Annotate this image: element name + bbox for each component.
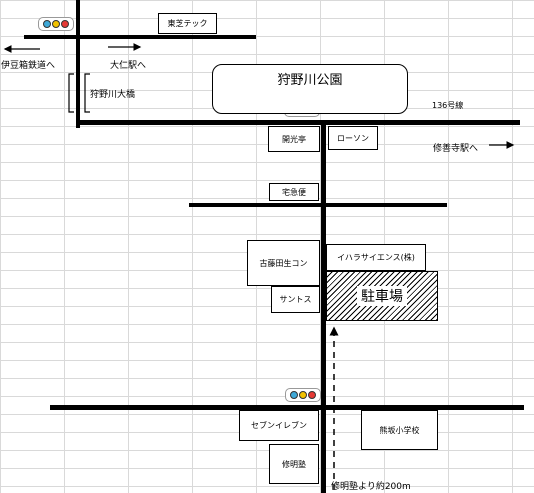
building-ihara: イハラサイエンス(株) — [326, 244, 426, 271]
label-kano-bridge: 狩野川大橋 — [90, 90, 136, 100]
building-takkyubin: 宅急便 — [269, 183, 319, 201]
road-left-vertical — [76, 0, 80, 128]
road-middle-horizontal — [189, 203, 447, 207]
building-kaikoutei: 開光亭 — [268, 126, 320, 152]
label-shuzenji: 修善寺駅へ — [433, 144, 479, 154]
road-lower-horizontal — [50, 405, 524, 410]
traffic-light-icon — [38, 17, 74, 31]
road-route136 — [76, 120, 520, 125]
label-distance: 修明塾より約200m — [331, 482, 411, 492]
bracket-left — [68, 73, 74, 113]
building-seven-eleven: セブンイレブン — [239, 410, 319, 441]
building-suntos: サントス — [271, 286, 320, 313]
label-ohito: 大仁駅へ — [110, 61, 147, 71]
building-lawson: ローソン — [328, 126, 378, 150]
building-toshiba-tec: 東芝テック — [158, 13, 217, 34]
parking-lot: 駐車場 — [326, 271, 438, 321]
bracket-right — [84, 73, 90, 113]
building-shumei: 修明塾 — [269, 444, 319, 484]
road-main-vertical — [321, 120, 326, 493]
traffic-light-icon — [285, 388, 321, 402]
building-school: 熊坂小学校 — [361, 410, 438, 450]
label-izu-line: 伊豆箱鉄道へ — [1, 61, 56, 71]
building-furufujita: 古藤田生コン — [247, 240, 320, 286]
park-label: 狩野川公園 — [277, 73, 343, 88]
kano-river-park: 狩野川公園 — [212, 64, 408, 114]
road-top-horizontal — [24, 35, 256, 39]
label-route136: 136号線 — [432, 101, 464, 110]
parking-label: 駐車場 — [357, 286, 407, 306]
